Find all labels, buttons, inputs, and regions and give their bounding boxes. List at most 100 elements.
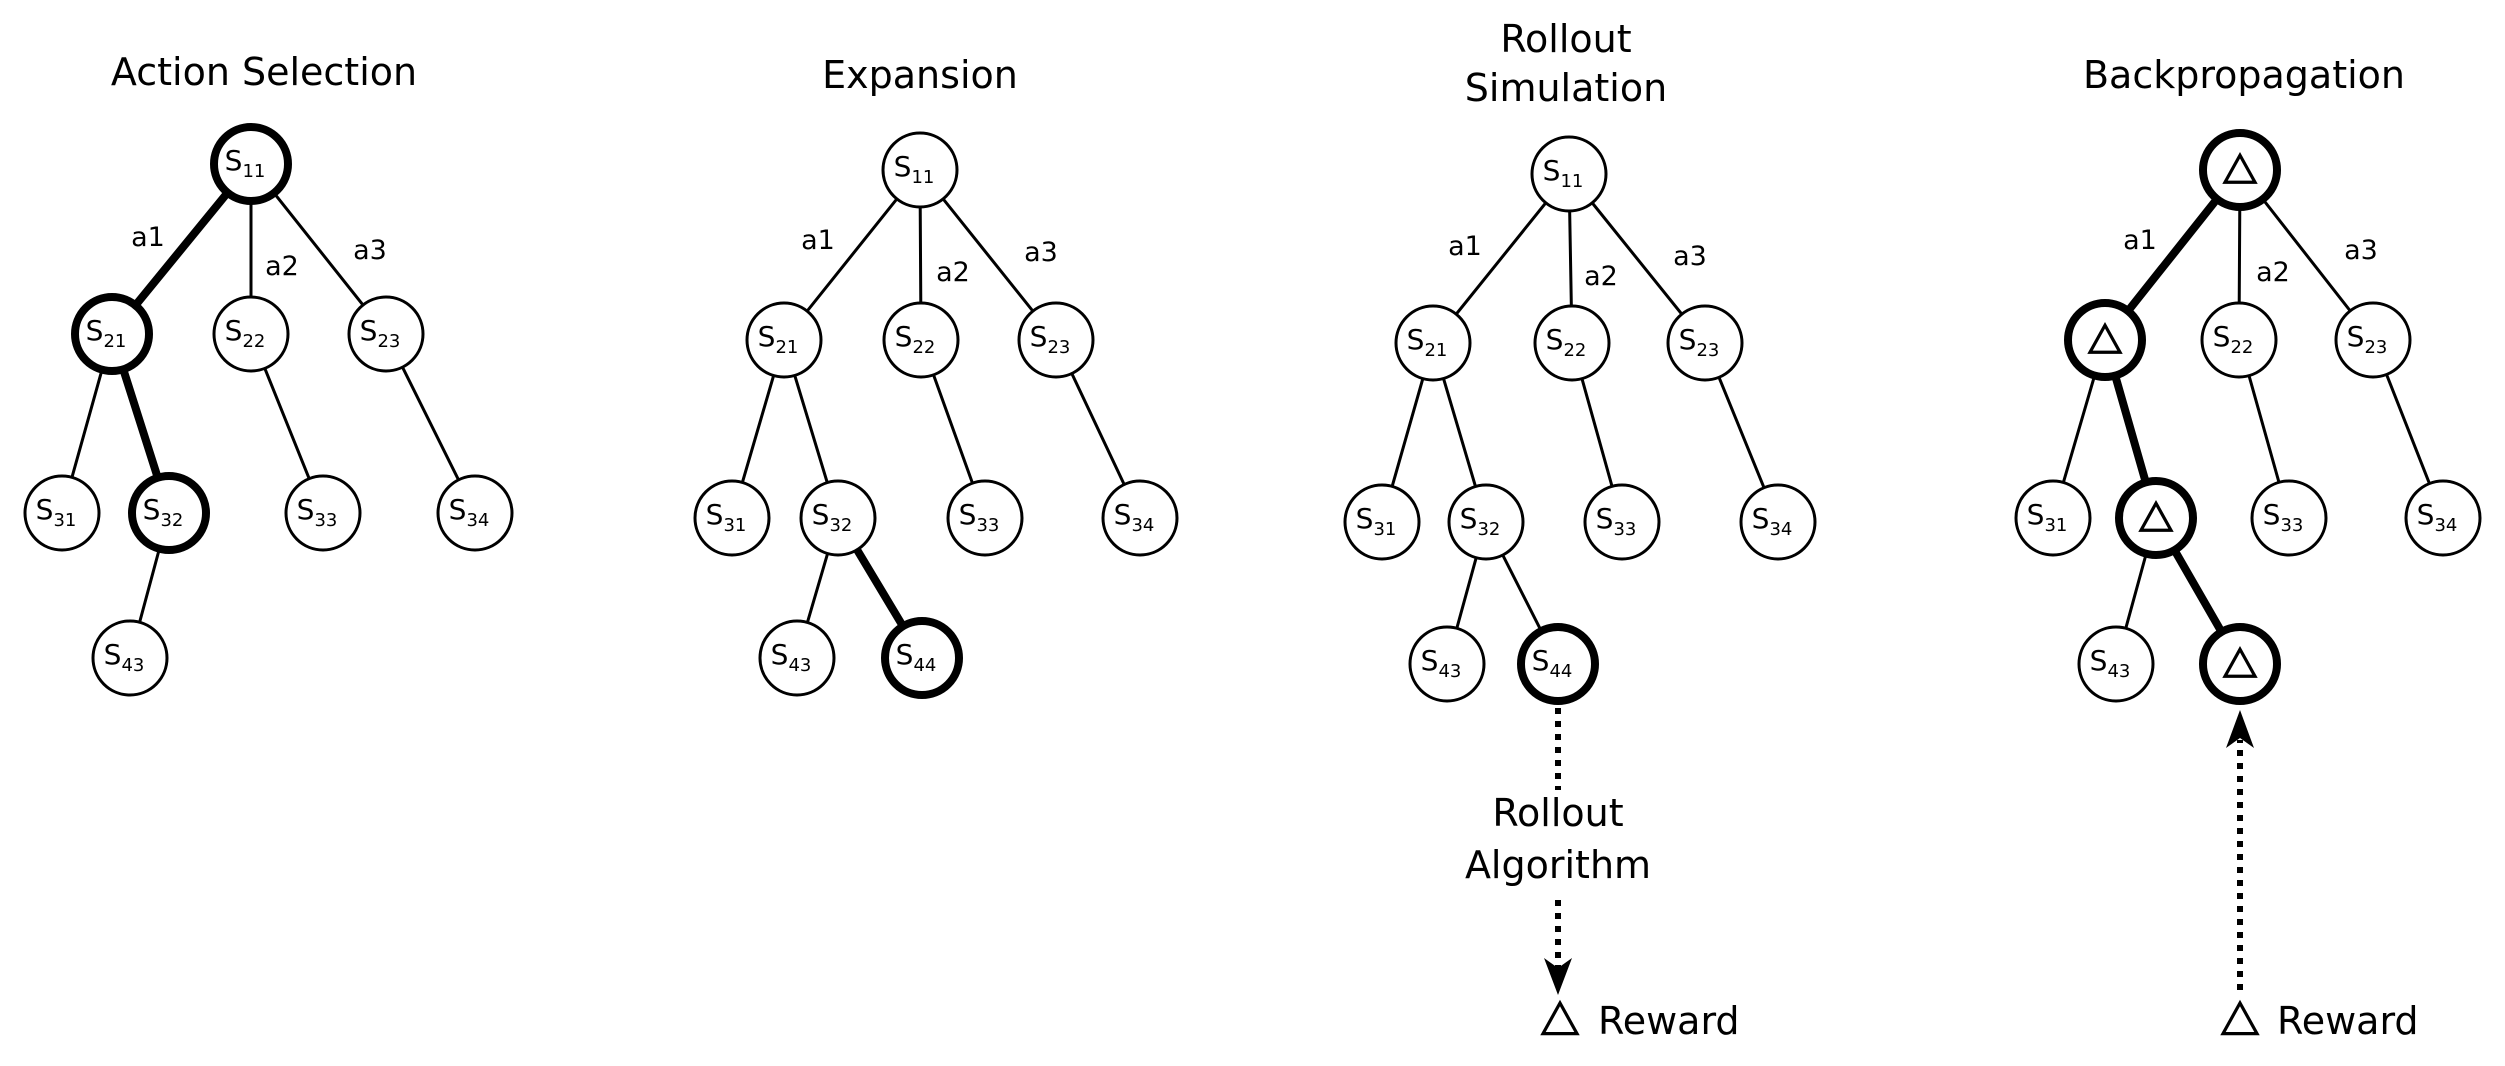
node-circle — [212, 295, 290, 373]
node-label: S34 — [2417, 498, 2458, 536]
arrow-up-icon — [2226, 710, 2254, 748]
node-label: S22 — [895, 320, 936, 358]
node-label: S34 — [1752, 502, 1793, 540]
node-circle — [1343, 483, 1421, 561]
node-circle — [2334, 301, 2412, 379]
node-circle-highlighted — [881, 617, 963, 699]
tree-node: S11 — [210, 123, 292, 205]
node-circle-highlighted — [210, 123, 292, 205]
node-circle — [1408, 625, 1486, 703]
action-label: a1 — [801, 225, 835, 256]
action-label: a3 — [1024, 237, 1058, 268]
node-label: S23 — [360, 314, 401, 352]
node-circle — [2200, 301, 2278, 379]
node-circle — [882, 301, 960, 379]
tree-node: S11 — [1530, 135, 1608, 213]
node-label: S22 — [2213, 320, 2254, 358]
node-label: S11 — [894, 150, 935, 188]
action-label: a2 — [2256, 257, 2290, 288]
arrow-down-icon — [1544, 958, 1572, 995]
panel-title: Rollout — [1500, 17, 1631, 61]
node-circle — [946, 479, 1024, 557]
node-label: S31 — [706, 498, 747, 536]
node-circle-highlighted — [2115, 477, 2197, 559]
node-label: S33 — [959, 498, 1000, 536]
node-label: S22 — [225, 314, 266, 352]
node-circle — [693, 479, 771, 557]
node-circle — [1583, 483, 1661, 561]
node-circle — [1447, 483, 1525, 561]
node-circle — [1017, 301, 1095, 379]
node-circle — [1666, 304, 1744, 382]
action-label: a3 — [353, 235, 387, 266]
node-label: S32 — [812, 498, 853, 536]
node-label: S11 — [1543, 154, 1584, 192]
node-circle — [745, 301, 823, 379]
node-circle — [2404, 479, 2482, 557]
tree-node: S43 — [758, 619, 836, 697]
tree-node: S22 — [882, 301, 960, 379]
value-triangle-icon — [2138, 499, 2174, 532]
node-circle — [1394, 304, 1472, 382]
tree-node: S31 — [2014, 479, 2092, 557]
tree-node — [2199, 623, 2281, 705]
panel-title: Action Selection — [111, 50, 417, 94]
node-label: S23 — [1679, 323, 1720, 361]
tree-node: S43 — [1408, 625, 1486, 703]
node-circle — [2077, 625, 2155, 703]
tree-node: S23 — [1666, 304, 1744, 382]
action-label: a1 — [131, 222, 165, 253]
node-label: S34 — [449, 493, 490, 531]
node-circle — [1101, 479, 1179, 557]
node-label: S43 — [1421, 644, 1462, 682]
node-circle-highlighted — [2199, 129, 2281, 211]
node-circle — [23, 474, 101, 552]
action-label: a3 — [2344, 235, 2378, 266]
tree-node: S23 — [1017, 301, 1095, 379]
tree-node: S21 — [1394, 304, 1472, 382]
node-label: S31 — [2027, 498, 2068, 536]
node-circle — [91, 619, 169, 697]
node-label: S33 — [2263, 498, 2304, 536]
tree-node: S31 — [693, 479, 771, 557]
rollout-algorithm-label: Rollout — [1492, 791, 1623, 835]
tree-node: S11 — [881, 131, 959, 209]
node-label: S11 — [225, 144, 266, 182]
tree-node — [2199, 129, 2281, 211]
node-circle-highlighted — [1517, 623, 1599, 705]
tree-node: S33 — [2250, 479, 2328, 557]
node-circle — [436, 474, 514, 552]
tree-node: S32 — [128, 472, 210, 554]
node-circle-highlighted — [2064, 299, 2146, 381]
action-label: a3 — [1673, 241, 1707, 272]
node-label: S44 — [896, 638, 937, 676]
tree-node: S23 — [2334, 301, 2412, 379]
node-circle-highlighted — [2199, 623, 2281, 705]
tree-node: S34 — [436, 474, 514, 552]
node-label: S22 — [1546, 323, 1587, 361]
node-circle — [2014, 479, 2092, 557]
node-label: S23 — [2347, 320, 2388, 358]
node-label: S33 — [1596, 502, 1637, 540]
panel-title: Simulation — [1465, 66, 1667, 110]
tree-node: S34 — [2404, 479, 2482, 557]
tree-node: S31 — [1343, 483, 1421, 561]
tree-node: S33 — [1583, 483, 1661, 561]
action-label: a2 — [265, 251, 299, 282]
action-label: a1 — [2123, 225, 2157, 256]
node-label: S43 — [104, 638, 145, 676]
node-circle — [1739, 483, 1817, 561]
value-triangle-icon — [2222, 645, 2258, 678]
tree-node — [2115, 477, 2197, 559]
tree-node: S44 — [881, 617, 963, 699]
reward-triangle-icon — [2220, 999, 2260, 1036]
tree-node: S31 — [23, 474, 101, 552]
node-label: S23 — [1030, 320, 1071, 358]
value-triangle-icon — [2087, 321, 2123, 354]
node-label: S21 — [758, 320, 799, 358]
node-label: S33 — [297, 493, 338, 531]
